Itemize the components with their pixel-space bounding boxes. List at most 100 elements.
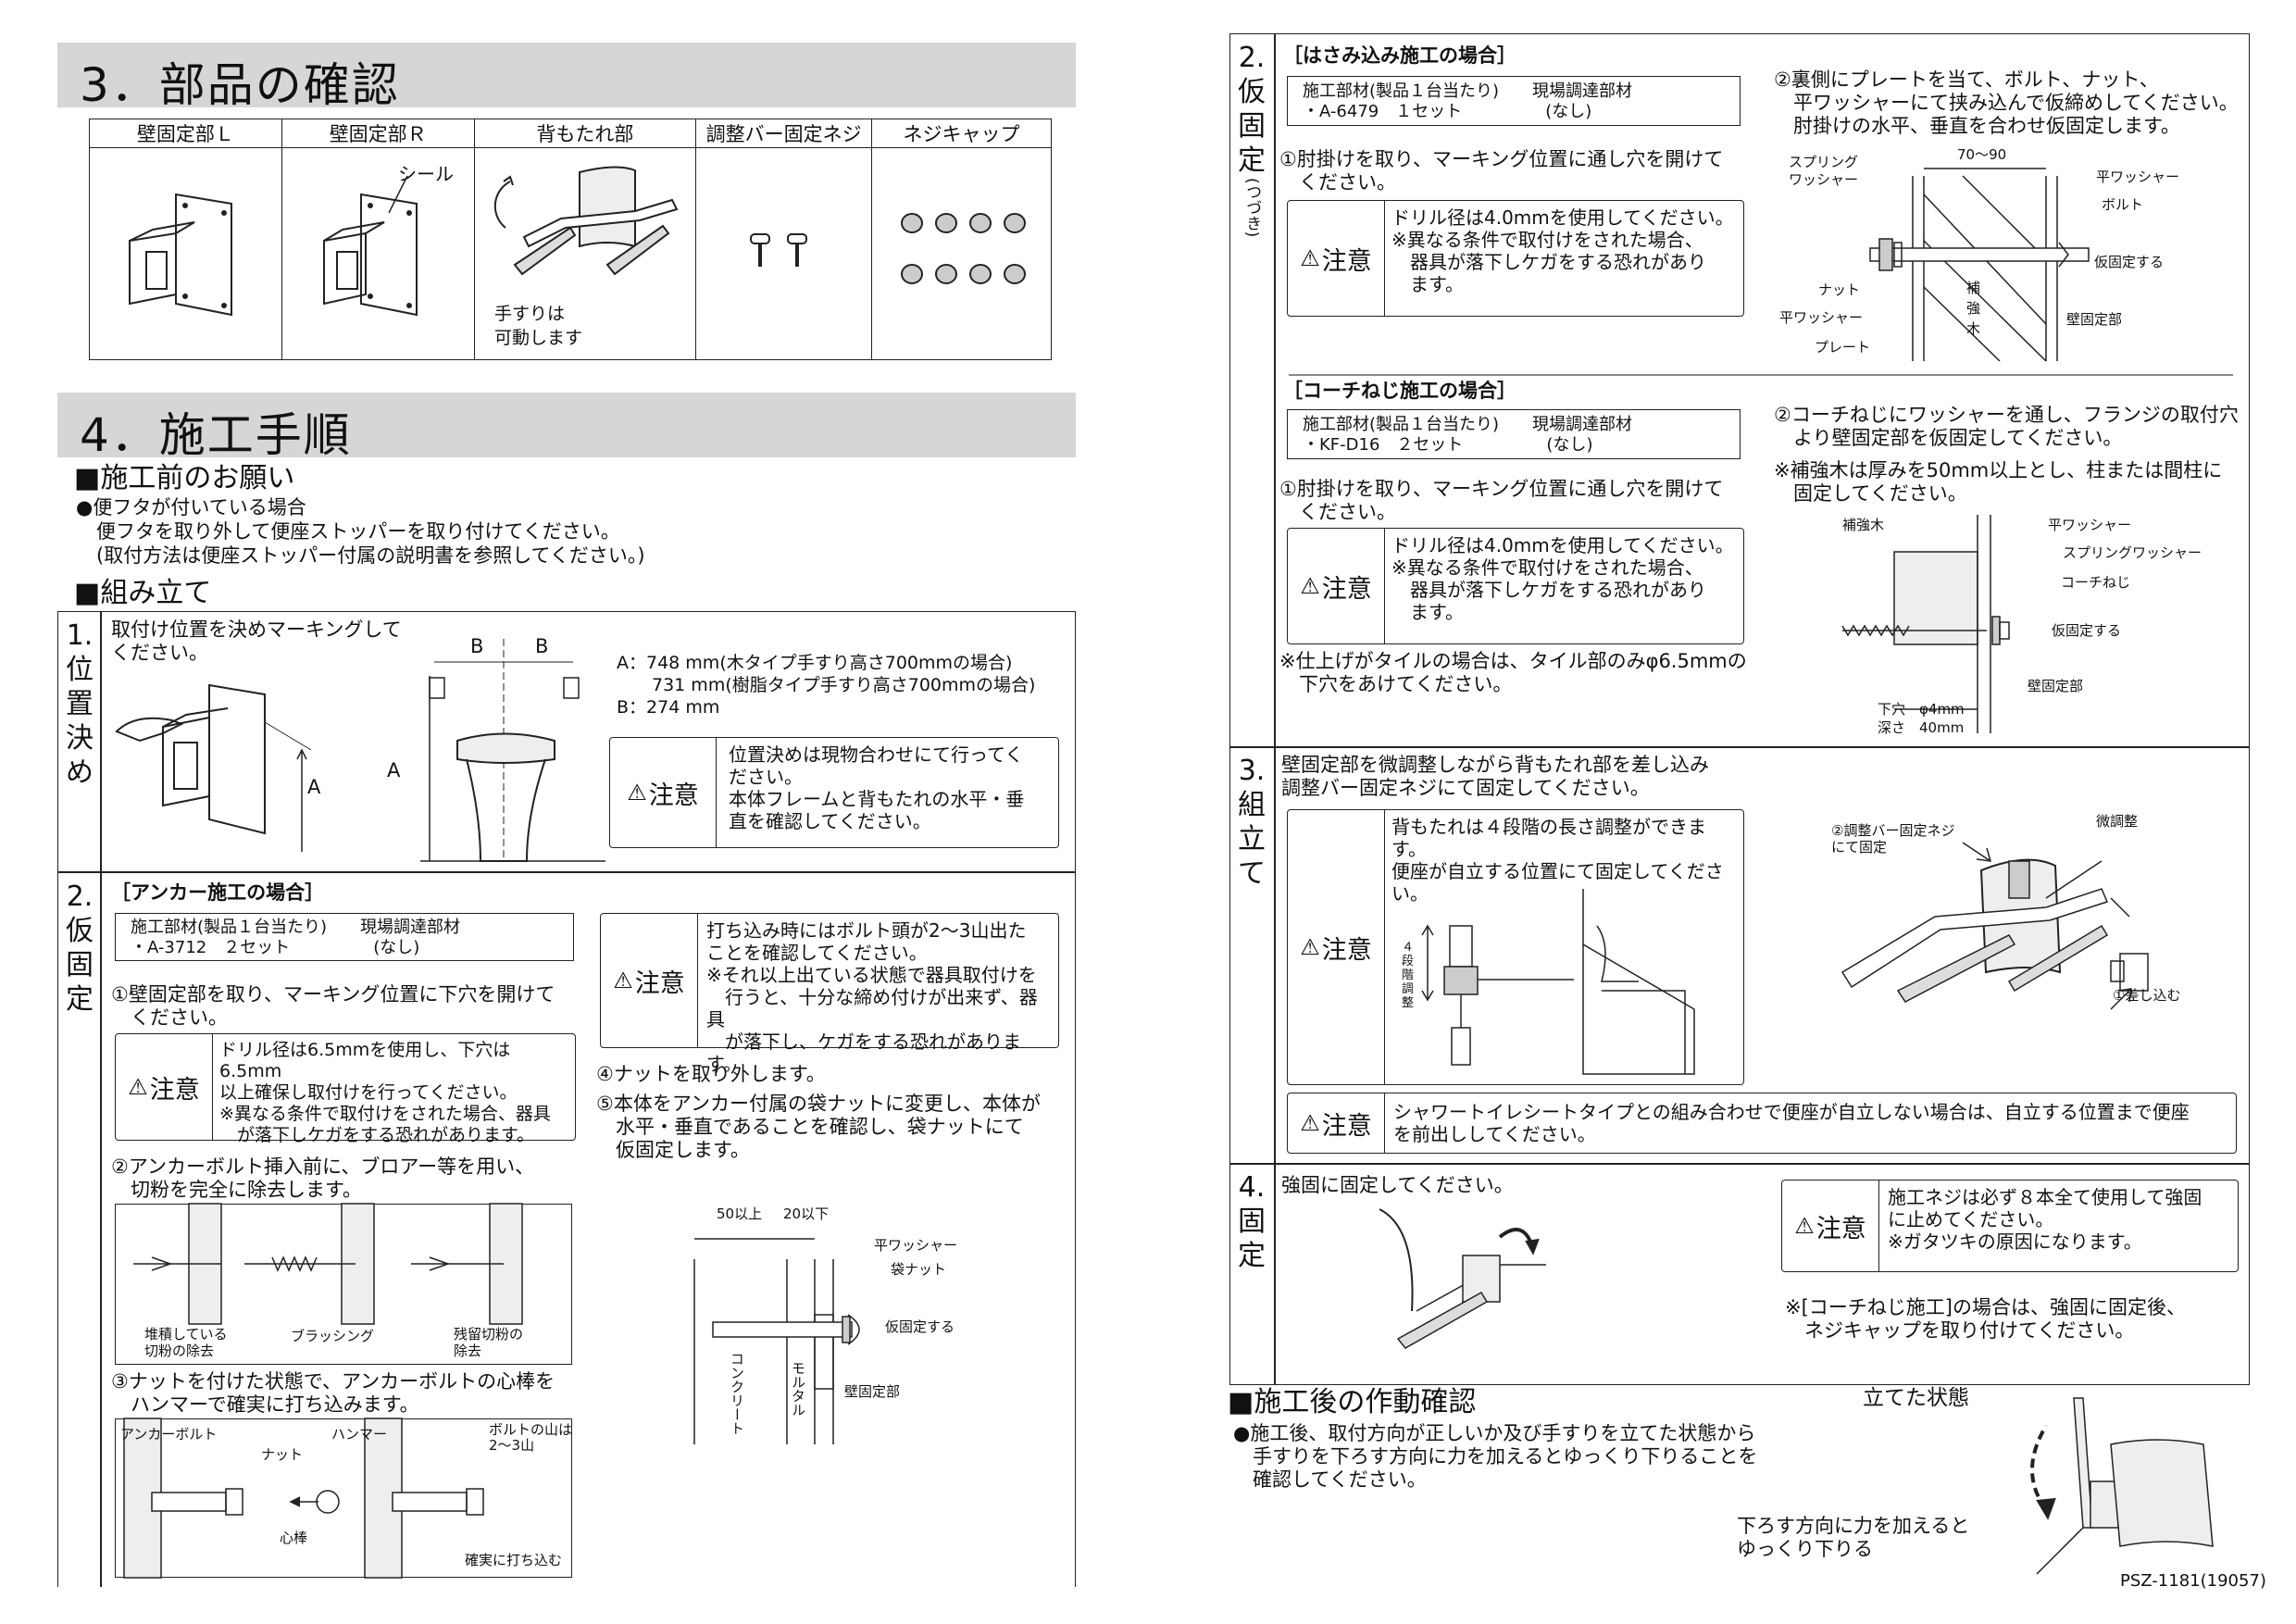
anchor-fig3-label4: 心棒 [280, 1530, 308, 1546]
sandwich-label-spring: スプリング ワッシャー [1789, 154, 1859, 188]
anchor-fig5-label7: コンクリート [729, 1352, 745, 1435]
sandwich-label-bolt: ボルト [2102, 196, 2144, 213]
coach-step2: ②コーチねじにワッシャーを通し、フランジの取付穴 より壁固定部を仮固定してくださ… [1774, 404, 2239, 449]
anchor-parts-box: 施工部材(製品１台当たり) 現場調達部材 ・A-3712 ２セット (なし) [115, 913, 574, 961]
coach-figure [1841, 515, 2010, 733]
coach-title: ［コーチねじ施工の場合］ [1283, 380, 1516, 402]
step1-fig-a2: A [387, 759, 401, 781]
anchor-fig3-label2: ナット [261, 1446, 304, 1463]
step3-caution1: ⚠注意 背もたれは４段階の長さ調整ができます。 便座が自立する位置にて固定してく… [1287, 809, 1744, 1085]
warning-icon: ⚠ [1300, 573, 1320, 599]
caution-label: ⚠注意 [610, 738, 717, 847]
sandwich-label-wallfix: 壁固定部 [2066, 311, 2123, 328]
anchor-fig3-label1: アンカーボルト [120, 1426, 218, 1443]
warning-icon: ⚠ [1794, 1213, 1815, 1239]
parts-header-backrest: 背もたれ部 [473, 119, 697, 148]
anchor-fig5-label4: 袋ナット [891, 1261, 947, 1278]
anchor-fig2-label1: 堆積している 切粉の除去 [144, 1326, 228, 1359]
step1-text: 取付け位置を決めマーキングして ください。 [111, 618, 402, 664]
step4-figure [1379, 1208, 1546, 1349]
coach-step1: ①肘掛けを取り、マーキング位置に通し穴を開けて ください。 [1279, 478, 1724, 523]
anchor-step1: ①壁固定部を取り、マーキング位置に下穴を開けて ください。 [111, 983, 555, 1029]
handrail-note: 手すりは 可動します [494, 304, 583, 348]
sandwich-label-plate: プレート [1815, 339, 1871, 356]
step1-caution-text: 位置決めは現物合わせにて行ってく ださい。 本体フレームと背もたれの水平・垂 直… [729, 743, 1025, 832]
sandwich-step1: ①肘掛けを取り、マーキング位置に通し穴を開けて ください。 [1279, 148, 1724, 194]
sandwich-label-temp: 仮固定する [2094, 254, 2165, 270]
step2-frame [57, 872, 1076, 1587]
anchor-caution2: ⚠注意 打ち込み時にはボルト頭が2～3山出た ことを確認してください。 ※それ以… [600, 913, 1059, 1075]
anchor-caution1: ⚠注意 ドリル径は6.5mmを使用し、下穴は6.5mm 以上確保し取付けを行って… [115, 1033, 576, 1145]
anchor-fig5-label6: 壁固定部 [844, 1383, 901, 1400]
after-figure [2030, 1397, 2214, 1575]
anchor-fig2-label3: 残留切粉の 除去 [454, 1326, 524, 1359]
pre-line1: 便フタを取り外して便座ストッパーを取り付けてください。 [96, 520, 620, 543]
step4-text: 強固に固定してください。 [1281, 1174, 1514, 1196]
step1-caution: ⚠注意 位置決めは現物合わせにて行ってく ださい。 本体フレームと背もたれの水平… [609, 737, 1059, 848]
pre-line2: (取付方法は便座ストッパー付属の説明書を参照してください。) [96, 544, 645, 567]
step3-adjust-figure [1421, 889, 1695, 1075]
right-steps-frame [1229, 33, 2250, 1385]
step4-note: ※[コーチねじ施工]の場合は、強固に固定後、 ネジキャップを取り付けてください。 [1785, 1296, 2186, 1342]
warning-icon: ⚠ [1300, 1110, 1320, 1136]
parts-header-screw: 調整バー固定ネジ [695, 119, 873, 148]
anchor-step3: ③ナットを付けた状態で、アンカーボルトの心棒を ハンマーで確実に打ち込みます。 [111, 1370, 555, 1416]
coach-label-hole: 下穴 φ4mm 深さ 40mm [1878, 701, 1965, 736]
anchor-step4: ④ナットを取り外します。 [596, 1063, 826, 1085]
coach-caution: ⚠注意 ドリル径は4.0mmを使用してください。 ※異なる条件で取付けをされた場… [1287, 528, 1744, 644]
coach-label-wallfix: 壁固定部 [2028, 678, 2084, 694]
anchor-fig3-label5: ボルトの山は 2～3山 [489, 1421, 573, 1454]
step3-caution2: ⚠注意 シャワートイレシートタイプとの組み合わせで便座が自立しない場合は、自立す… [1287, 1093, 2237, 1154]
step3-caution2-text: シャワートイレシートタイプとの組み合わせで便座が自立しない場合は、自立する位置ま… [1393, 1101, 2190, 1145]
section-3-title: 3．部品の確認 [80, 58, 400, 112]
anchor-caution2-text: 打ち込み時にはボルト頭が2～3山出た ことを確認してください。 ※それ以上出てい… [706, 919, 1038, 1075]
step1-hand-figure [115, 683, 312, 852]
coach-parts-box: 施工部材(製品１台当たり) 現場調達部材 ・KF-D16 ２セット (なし) [1287, 409, 1741, 459]
screw-cap-image [901, 213, 1026, 284]
step2b-sub: (つづき) [1242, 178, 1261, 238]
warning-icon: ⚠ [1300, 245, 1320, 271]
sandwich-parts-box: 施工部材(製品１台当たり) 現場調達部材 ・A-6479 １セット (なし) [1287, 76, 1741, 126]
anchor-fig5-drawing [693, 1238, 860, 1444]
step1-toilet-figure [420, 639, 605, 862]
step1-dims: A：748 mm(木タイプ手すり高さ700mmの場合) 731 mm(樹脂タイプ… [617, 653, 1036, 718]
sandwich-title: ［はさみ込み施工の場合］ [1283, 44, 1516, 67]
section-4-title: 4．施工手順 [80, 408, 352, 462]
pre-heading: ■施工前のお願い [74, 462, 295, 494]
anchor-fig3-drawing [123, 1418, 484, 1579]
sandwich-label-flat: 平ワッシャー [2096, 169, 2180, 185]
step4-label: 4. 固 定 [1238, 1171, 1266, 1272]
footer-code: PSZ-1181(19057) [2120, 1571, 2266, 1591]
anchor-caution1-text: ドリル径は6.5mmを使用し、下穴は6.5mm 以上確保し取付けを行ってください… [219, 1040, 551, 1145]
backrest-image [493, 166, 679, 276]
after-heading: ■施工後の作動確認 [1228, 1386, 1477, 1418]
warning-icon: ⚠ [613, 968, 633, 993]
anchor-fig3 [115, 1418, 572, 1578]
warning-icon: ⚠ [1300, 934, 1320, 960]
sandwich-label-70-90: 70～90 [1957, 146, 2007, 163]
sandwich-figure [1869, 168, 2090, 362]
anchor-step2: ②アンカーボルト挿入前に、ブロアー等を用い、 切粉を完全に除去します。 [111, 1156, 535, 1201]
coach-label-temp: 仮固定する [2052, 622, 2122, 639]
sandwich-step2: ②裏側にプレートを当て、ボルト、ナット、 平ワッシャーにて挟み込んで仮締めしてく… [1774, 69, 2239, 137]
after-lower-label: 下ろす方向に力を加えると ゆっくり下りる [1737, 1515, 1970, 1560]
coach-step3: ※補強木は厚みを50mm以上とし、柱または間柱に 固定してください。 [1774, 459, 2223, 505]
sandwich-label-flat2: 平ワッシャー [1779, 309, 1864, 326]
anchor-fig3-label3: ハンマー [331, 1426, 388, 1443]
sandwich-label-nut: ナット [1818, 281, 1861, 298]
sandwich-caution-text: ドリル径は4.0mmを使用してください。 ※異なる条件で取付けをされた場合、 器… [1391, 206, 1734, 295]
section-4-header: 4．施工手順 [57, 393, 1076, 462]
wall-bracket-r-image [323, 175, 418, 317]
step3-fig-label2: 微調整 [2096, 813, 2139, 830]
step2b-label: 2. 仮 固 定 [1238, 42, 1266, 177]
step3-adjust-label: ４ 段 階 調 整 [1402, 941, 1415, 1010]
step4-caution: ⚠注意 施工ネジは必ず８本全て使用して強固 に止めてください。 ※ガタツキの原因… [1781, 1180, 2239, 1272]
step1-fig-b2: B [535, 635, 549, 657]
step3-assembly-figure [1841, 842, 2149, 1010]
parts-header-cap: ネジキャップ [871, 119, 1052, 148]
anchor-fig3-label6: 確実に打ち込む [465, 1552, 563, 1568]
parts-table: 壁固定部Ｌ 壁固定部Ｒ 背もたれ部 調整バー固定ネジ ネジキャップ [89, 119, 1052, 360]
step1-frame [57, 611, 1076, 872]
coach-label-wood: 補強木 [1842, 517, 1885, 533]
after-text: ●施工後、取付方向が正しいか及び手すりを立てた状態から 手すりを下ろす方向に力を… [1233, 1422, 1758, 1491]
